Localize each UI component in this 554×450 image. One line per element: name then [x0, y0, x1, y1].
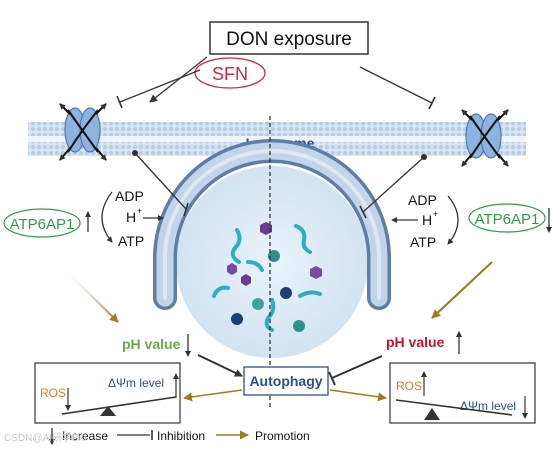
- legend-inhibition-label: Inhibition: [157, 429, 205, 443]
- left-seesaw-fulcrum: [100, 406, 116, 416]
- right-atp6ap1: ATP6AP1: [468, 203, 552, 233]
- don-inhibit-bar: [428, 96, 436, 110]
- left-atp6ap1-label: ATP6AP1: [10, 216, 75, 233]
- legend-promotion-label: Promotion: [255, 429, 310, 443]
- right-atp-cycle: ADP H + ATP: [391, 192, 459, 250]
- left-ros-label: ROS: [40, 386, 66, 400]
- legend-increase-label: Increase: [62, 429, 108, 443]
- autophagy-to-balance-arrows: [183, 389, 387, 402]
- lysosome-body: [153, 139, 391, 358]
- right-h-label: H: [422, 212, 432, 228]
- lysosome-cargo: [212, 222, 322, 332]
- sfn-label: SFN: [212, 64, 248, 84]
- right-dpsi-label: ΔΨm level: [460, 399, 516, 413]
- autophagy-box: Autophagy: [243, 366, 329, 396]
- right-adp-label: ADP: [408, 192, 437, 208]
- legend: Increase Inhibition Promotion: [49, 428, 310, 445]
- left-atp-cycle: ADP H + ATP: [101, 188, 164, 249]
- don-exposure-box: DON exposure: [209, 21, 369, 55]
- right-seesaw-fulcrum: [424, 408, 440, 420]
- top-connectors: [116, 56, 436, 110]
- right-atp6ap1-label: ATP6AP1: [475, 211, 540, 228]
- right-seesaw-beam: [395, 399, 513, 416]
- left-seesaw-beam: [61, 396, 177, 415]
- left-h-label: H: [126, 209, 136, 225]
- left-h-sup: +: [137, 206, 142, 216]
- left-atp-label: ATP: [118, 233, 144, 249]
- autophagy-label: Autophagy: [249, 373, 322, 389]
- ph-right-label: pH value: [386, 334, 445, 350]
- don-arrow-left: [149, 56, 208, 103]
- right-atp-label: ATP: [410, 234, 436, 250]
- ph-autophagy-connectors: [197, 354, 383, 386]
- ph-left: pH value: [122, 334, 191, 357]
- left-adp-label: ADP: [115, 188, 144, 204]
- right-ros-label: ROS: [396, 379, 422, 393]
- left-atp6ap1: ATP6AP1: [3, 208, 91, 238]
- channel-to-lysosome-inhibit: [132, 150, 427, 219]
- ph-left-label: pH value: [122, 336, 181, 352]
- left-channel-icon: [59, 103, 107, 161]
- sfn-inhibit-bar: [116, 95, 123, 109]
- left-balance-box: ROS ΔΨm level: [34, 362, 181, 424]
- sfn-inhibit-left-line: [119, 69, 201, 103]
- watermark: CSDN@AI研学Bio: [4, 431, 87, 444]
- right-balance-box: ROS ΔΨm level: [389, 362, 536, 424]
- right-channel-icon: [461, 109, 509, 167]
- sfn-ellipse: SFN: [194, 57, 266, 89]
- ph-right: pH value: [386, 331, 462, 354]
- left-dpsi-label: ΔΨm level: [108, 376, 164, 390]
- right-h-sup: +: [433, 209, 438, 219]
- don-inhibit-right-line: [359, 66, 433, 104]
- gene-to-ph-arrows: [59, 261, 493, 323]
- don-exposure-label: DON exposure: [226, 29, 352, 50]
